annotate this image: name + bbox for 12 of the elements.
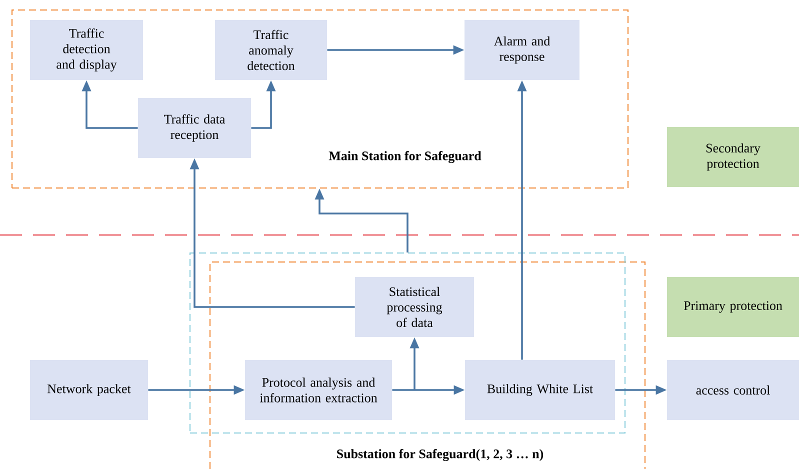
process-box: Statistical processing of data <box>355 277 474 337</box>
protection-level-box: Secondary protection <box>667 127 799 187</box>
process-box: Alarm and response <box>464 20 580 80</box>
node-label: Substation for Safeguard(1, 2, 3 … n) <box>337 448 544 462</box>
process-box: Network packet <box>30 360 148 420</box>
process-box: Traffic anomaly detection <box>215 20 327 80</box>
process-box: Traffic detection and display <box>30 20 143 80</box>
process-box: Building White List <box>465 360 615 420</box>
protection-level-box: Primary protection <box>667 277 799 337</box>
process-box: access control <box>667 360 799 420</box>
process-box: Traffic data reception <box>138 98 251 158</box>
process-box: Protocol analysis and information extraction <box>245 360 392 420</box>
